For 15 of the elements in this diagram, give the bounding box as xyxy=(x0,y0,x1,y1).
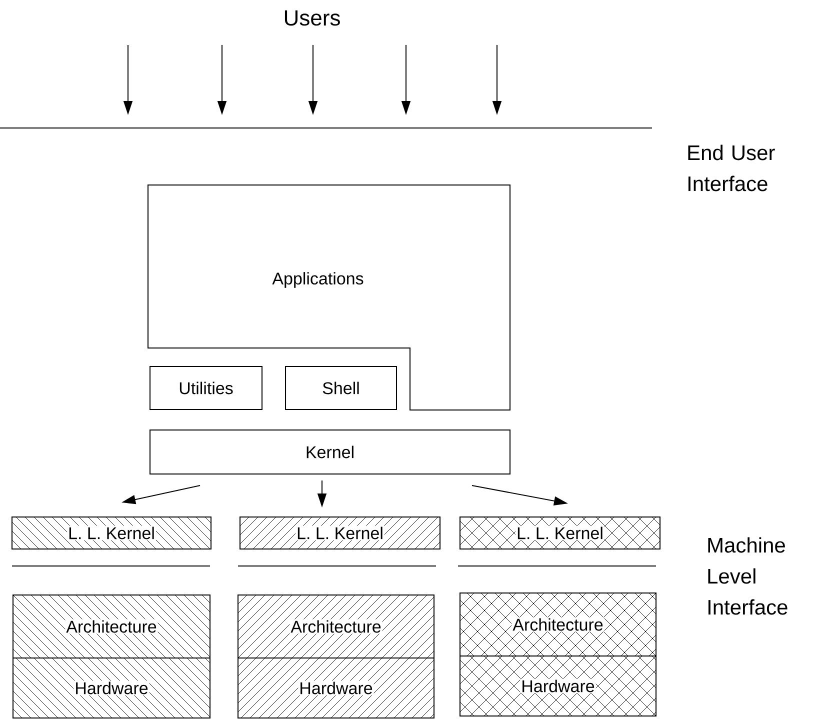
hatched-box: Hardware xyxy=(12,658,210,718)
hatched-box: L. L. Kernel xyxy=(12,516,212,550)
process-box: Utilities xyxy=(150,366,262,410)
hatched-box: L. L. Kernel xyxy=(240,516,440,550)
hatched-box: L. L. Kernel xyxy=(460,516,660,550)
heading-text: Users xyxy=(284,10,340,26)
hatched-box: Architecture xyxy=(12,594,210,658)
hatched-box: Hardware xyxy=(238,658,434,718)
process-box: Kernel xyxy=(150,430,510,474)
hatched-box: Architecture xyxy=(238,594,434,658)
interface-label: End User Interface xyxy=(688,144,775,192)
hatched-box: Architecture xyxy=(460,592,656,656)
process-box: Shell xyxy=(285,366,397,410)
interface-label: Machine Level Interface xyxy=(708,537,788,615)
hatched-box: Hardware xyxy=(460,656,656,716)
